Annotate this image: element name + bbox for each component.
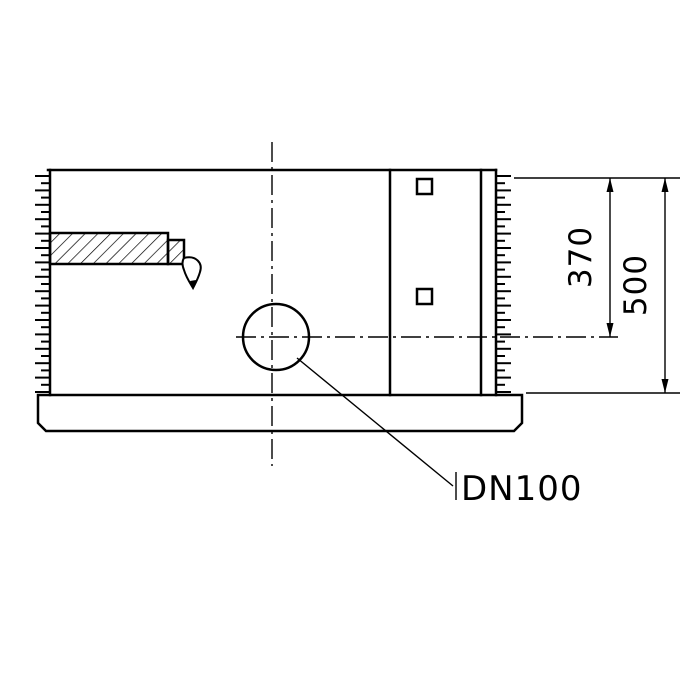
mount-square-top — [415, 177, 434, 196]
leader-line — [296, 357, 457, 500]
base-flange — [36, 393, 524, 433]
right-corrugation — [496, 175, 511, 393]
leader-diagonal — [296, 357, 454, 487]
dimension-370: 370 — [563, 178, 614, 337]
dim-370-arrow-top — [606, 178, 614, 192]
seal-drop-tip — [190, 280, 196, 288]
extension-lines — [514, 177, 680, 394]
dimension-500: 500 — [618, 178, 669, 393]
mount-square-bottom — [415, 287, 434, 306]
inlet-hatch-block — [48, 231, 170, 266]
dn100-label: DN100 — [461, 469, 583, 509]
inlet-end-cap — [166, 238, 186, 266]
left-corrugation — [35, 175, 50, 393]
dim-label-370: 370 — [563, 226, 599, 288]
dn100-hole — [241, 302, 311, 372]
dim-label-500: 500 — [618, 254, 654, 316]
inlet-hatched-section — [48, 231, 202, 291]
dim-500-arrow-bottom — [661, 379, 669, 393]
dim-370-arrow-bottom — [606, 323, 614, 337]
dim-500-arrow-top — [661, 178, 669, 192]
